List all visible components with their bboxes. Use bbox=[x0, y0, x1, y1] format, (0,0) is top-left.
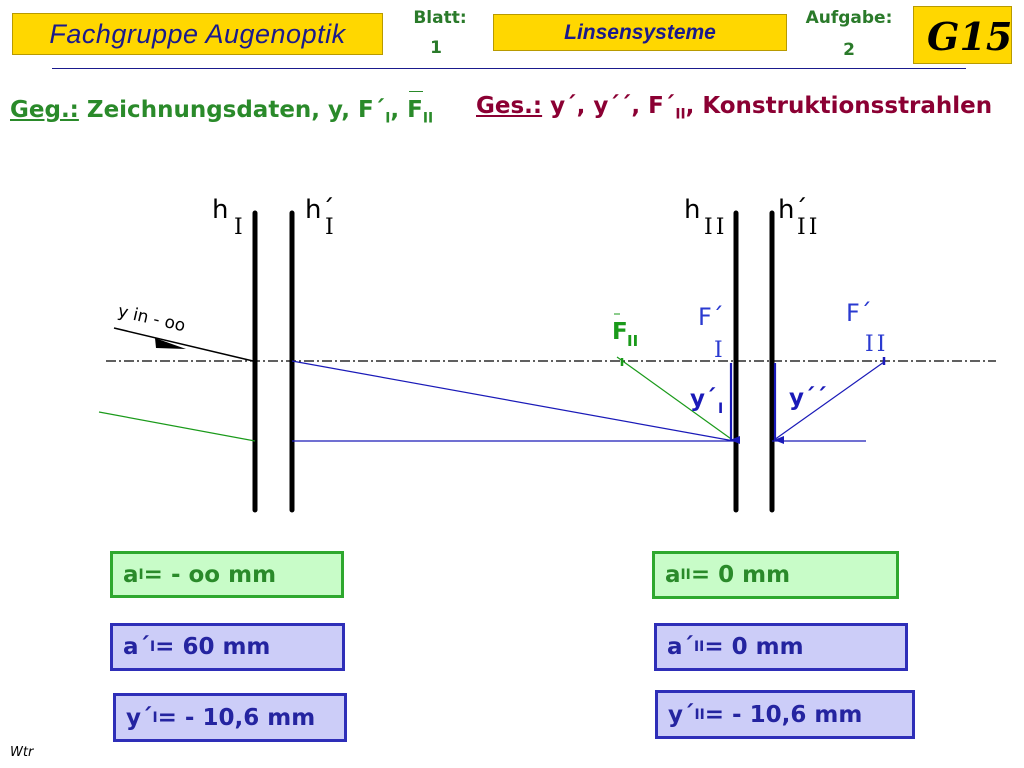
value-ypII-rest: = - 10,6 mm bbox=[704, 701, 863, 728]
label-hpI-sub: I bbox=[325, 215, 334, 240]
label-hII: h bbox=[684, 195, 700, 225]
blue-ray-to-FpII bbox=[773, 361, 885, 441]
value-apII-sub: II bbox=[694, 639, 705, 655]
value-apII-rest: = 0 mm bbox=[704, 634, 804, 660]
sought-text: y´, y´´, F´ bbox=[542, 93, 676, 119]
g15-logo: G15 bbox=[927, 14, 1012, 59]
group-title-box: Fachgruppe Augenoptik bbox=[12, 13, 383, 55]
blue-ray-converging bbox=[291, 360, 735, 442]
blatt-label: Blatt: bbox=[413, 8, 467, 28]
value-apI-sub: I bbox=[150, 639, 156, 655]
label-ypp: y´´ bbox=[789, 385, 827, 411]
value-ypII-sub: II bbox=[694, 706, 705, 723]
given-text: Zeichnungsdaten, y, F´ bbox=[78, 97, 386, 123]
incoming-ray bbox=[113, 327, 254, 362]
green-ray-left bbox=[98, 411, 256, 442]
value-apI: a´I = 60 mm bbox=[110, 623, 345, 671]
g15-logo-text: G15 bbox=[927, 14, 1012, 59]
label-ypI: y´ bbox=[690, 386, 717, 412]
label-FII: F bbox=[612, 319, 628, 345]
label-FpI-sub: I bbox=[714, 338, 723, 363]
aufgabe-value: 2 bbox=[843, 40, 855, 60]
value-aI-main: a bbox=[123, 561, 139, 588]
given-sep: , bbox=[390, 97, 408, 123]
value-apII: a´II = 0 mm bbox=[654, 623, 908, 671]
value-ypII: y´II = - 10,6 mm bbox=[655, 690, 915, 739]
value-aII-rest: = 0 mm bbox=[690, 562, 791, 588]
logo-box: G15 bbox=[913, 6, 1012, 64]
sought-sub: II bbox=[675, 106, 686, 123]
label-hpI: h´ bbox=[305, 195, 334, 225]
blatt-value: 1 bbox=[430, 38, 442, 58]
sought-rest: , Konstruktionsstrahlen bbox=[685, 93, 993, 119]
value-ypII-main: y´ bbox=[668, 701, 695, 728]
given-line: Geg.: Zeichnungsdaten, y, F´I, FII bbox=[10, 91, 434, 127]
given-sub2: II bbox=[422, 110, 434, 127]
author-initials: Wtr bbox=[10, 745, 34, 760]
value-aI-sub: I bbox=[138, 566, 144, 583]
label-hpII: h´ bbox=[778, 195, 807, 225]
topic-box: Linsensysteme bbox=[493, 14, 787, 51]
value-ypI-rest: = - 10,6 mm bbox=[157, 704, 316, 731]
label-ypI-sub: I bbox=[718, 401, 723, 417]
header-divider bbox=[52, 68, 966, 69]
value-aI-rest: = - oo mm bbox=[143, 561, 277, 588]
sought-label: Ges.: bbox=[476, 93, 543, 119]
value-aII-sub: II bbox=[680, 567, 691, 583]
value-ypI: y´I = - 10,6 mm bbox=[113, 693, 347, 742]
incoming-ray-arrow bbox=[155, 338, 186, 349]
given-label: Geg.: bbox=[10, 97, 79, 123]
label-FII-sub: II bbox=[627, 332, 638, 350]
label-FpII: F´ bbox=[846, 299, 872, 327]
label-hpII-sub: II bbox=[797, 215, 820, 240]
label-hII-sub: II bbox=[704, 215, 727, 240]
green-ray-right bbox=[616, 356, 735, 442]
group-title: Fachgruppe Augenoptik bbox=[49, 18, 346, 49]
sought-line: Ges.: y´, y´´, F´II, Konstruktionsstrahl… bbox=[476, 93, 992, 123]
value-apI-main: a´ bbox=[123, 634, 151, 660]
aufgabe-label: Aufgabe: bbox=[805, 8, 893, 28]
value-aII-main: a bbox=[665, 562, 681, 588]
topic-title: Linsensysteme bbox=[564, 20, 716, 44]
value-apI-rest: = 60 mm bbox=[155, 634, 271, 660]
value-apII-main: a´ bbox=[667, 634, 695, 660]
given-f2: F bbox=[407, 91, 423, 123]
value-ypI-sub: I bbox=[152, 709, 158, 726]
label-hI-sub: I bbox=[234, 215, 243, 240]
value-ypI-main: y´ bbox=[126, 704, 153, 731]
label-FpI: F´ bbox=[698, 303, 724, 331]
label-hI: h bbox=[212, 195, 228, 225]
given-sub1: I bbox=[385, 110, 391, 127]
label-FpII-sub: II bbox=[865, 332, 888, 357]
